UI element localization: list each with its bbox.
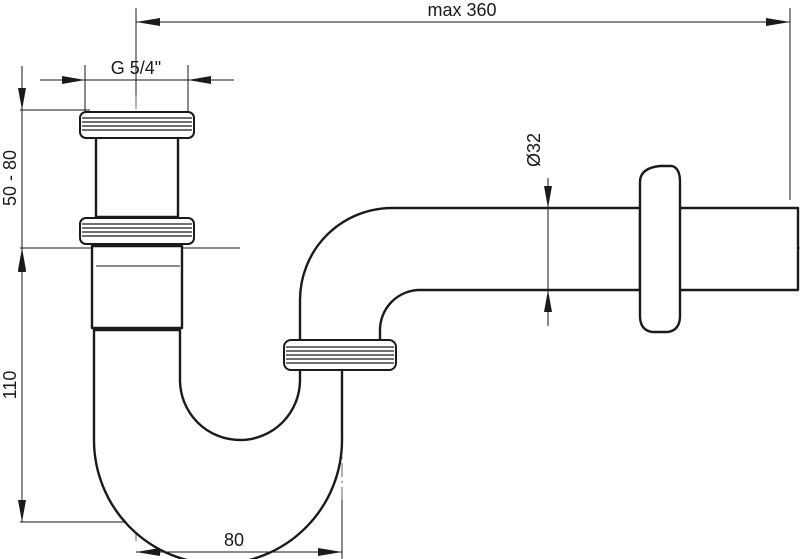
dimension-label-thread: G 5/4" [111,58,161,78]
dimension-label-overall: max 360 [427,0,496,20]
nut-top [79,111,195,139]
dimension-label-trap-offset: 80 [224,530,244,550]
nut-trap [283,339,397,371]
dimension-trap-offset: 80 [136,530,342,556]
dimension-label-diameter: Ø32 [524,133,544,167]
dimension-pipe-diameter: Ø32 [524,133,552,326]
wall-rosette [638,164,682,334]
dimension-trap-height: 110 [0,248,26,522]
outlet-bend [298,206,642,347]
dimension-label-adjust: 50 - 80 [0,150,20,206]
dimension-thread: G 5/4" [40,58,234,84]
tailpiece [94,133,180,219]
dimension-adjust-height: 50 - 80 [0,66,26,270]
dimension-label-trap-height: 110 [0,371,20,400]
nut-middle [79,217,195,245]
outlet-pipe-end [674,206,800,292]
u-bend [92,328,344,559]
dimension-overall-length: max 360 [136,0,790,26]
trap-body [90,133,800,559]
inlet-tube [90,244,184,330]
